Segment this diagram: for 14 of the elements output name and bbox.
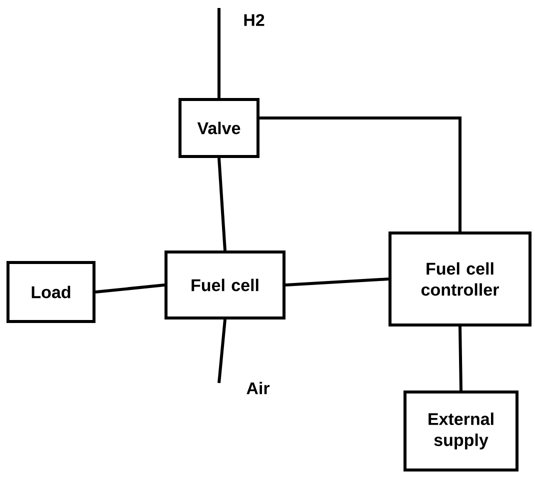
connector-line	[458, 326, 462, 391]
connector-line	[95, 284, 165, 294]
process-box: Load	[6, 261, 96, 323]
line-label: Air	[246, 382, 270, 394]
connector-line	[218, 319, 226, 384]
connector-line	[218, 8, 220, 98]
connector-line	[218, 158, 226, 251]
process-box: Valve	[178, 98, 260, 158]
process-box: Fuel cell controller	[388, 232, 532, 326]
connector-line	[260, 116, 462, 232]
process-box: External supply	[404, 390, 518, 472]
line-label: H2	[244, 14, 264, 26]
connector-line	[285, 278, 389, 286]
process-box: Fuel cell	[164, 250, 286, 320]
